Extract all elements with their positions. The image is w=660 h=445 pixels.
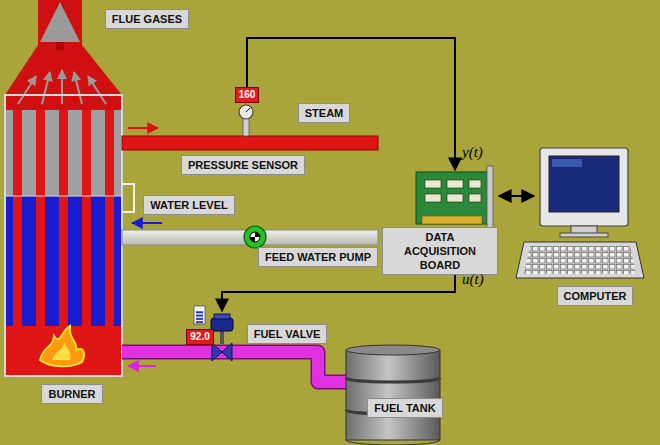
valve-readout: 92.0 [186,329,213,345]
level-gauge [122,184,134,212]
bar-ticks [196,308,203,323]
burner-chamber [5,326,122,376]
part-label: PRESSURE SENSOR [181,155,305,175]
label-text: FLUE GASES [112,13,182,25]
fuel-pipe-edge [122,352,352,382]
barrel-ridge [346,378,440,382]
fire-tube [36,110,45,326]
valve-stem [220,330,224,344]
gauge-needle [246,108,250,112]
signal-name: y(t) [462,144,483,161]
sensor-stem [243,117,249,136]
label-text: 160 [239,89,256,100]
label-text: COMPUTER [564,290,627,302]
part-label: FUEL TANK [367,398,442,418]
pressure-gauge [239,105,253,119]
valve-actuator [211,318,233,331]
bar-tick [196,321,203,323]
steam-pipe [122,136,378,150]
part-label: COMPUTER [557,286,634,306]
fuel-flow-arrow [128,365,156,367]
flame-core [52,342,71,360]
part-label: WATER LEVEL [143,195,234,215]
bar-tick [196,308,203,310]
fire-tube [105,110,114,326]
bar-tick [196,318,203,320]
part-label: STEAM [298,103,351,123]
feed-flow-arrow [132,222,162,224]
water-surface [5,196,122,197]
part-label: BURNER [41,384,102,404]
label-text: WATER LEVEL [150,199,227,211]
label-text: FUEL VALVE [254,328,321,340]
signal-name: u(t) [462,271,484,288]
part-label: FUEL VALVE [247,324,328,344]
label-text: STEAM [305,107,344,119]
fuel-pipe [122,352,352,382]
valve-body [212,343,232,361]
boiler [5,0,122,376]
flame [40,326,84,366]
pump-impeller-marks [250,232,260,242]
flue-arrow [56,6,64,50]
computer-illustration [516,148,644,278]
part-label: DATA ACQUISITION BOARD [382,227,498,275]
label-text: FUEL TANK [374,402,435,414]
label-text: 92.0 [190,331,209,342]
label-text: BURNER [48,388,95,400]
fire-tube [59,110,68,326]
measurement-wire [247,38,455,170]
bus-arrow [499,195,534,197]
pump-impeller [250,232,260,242]
gas-arrows [18,70,106,104]
control-wire [222,271,455,311]
pump-body [244,226,266,248]
fuel-tank [346,345,440,445]
part-label: FEED WATER PUMP [258,247,378,267]
label-text: PRESSURE SENSOR [188,159,298,171]
boiler-shell [5,95,122,376]
fire-tube [82,110,91,326]
bar-tick [196,315,203,317]
daq-board [416,166,493,228]
valve-position-bar [194,306,205,324]
label-text: FEED WATER PUMP [265,251,371,263]
bar-tick [196,311,203,313]
steam-flow-arrow [128,127,158,129]
fire-tube [13,110,22,326]
valve-actuator-cap [214,314,230,319]
pressure-readout: 160 [235,87,260,103]
fire-tubes [13,110,114,326]
part-label: FLUE GASES [105,9,189,29]
label-text: DATA ACQUISITION BOARD [404,231,476,271]
